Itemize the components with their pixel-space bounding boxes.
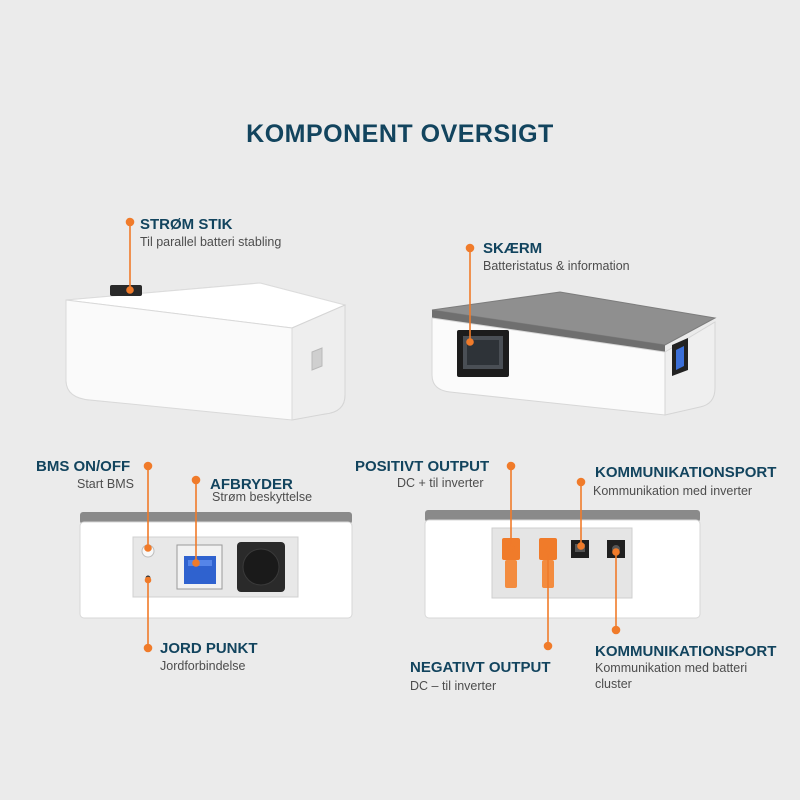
power-plug-port bbox=[110, 285, 142, 296]
battery-top-white bbox=[65, 282, 347, 421]
callout-lines bbox=[125, 217, 621, 653]
screen-label: SKÆRM bbox=[483, 240, 543, 257]
comm-inverter-desc: Kommunikation med inverter bbox=[593, 484, 753, 498]
page-title: KOMPONENT OVERSIGT bbox=[246, 120, 554, 148]
breaker-label: AFBRYDER bbox=[210, 476, 293, 493]
positive-output-desc: DC + til inverter bbox=[397, 476, 484, 490]
bms-desc: Start BMS bbox=[77, 477, 134, 491]
comm-inverter-label: KOMMUNIKATIONSPORT bbox=[595, 464, 777, 481]
negative-output-desc: DC – til inverter bbox=[410, 679, 497, 693]
battery-with-screen bbox=[431, 291, 717, 416]
comm-battery-label: KOMMUNIKATIONSPORT bbox=[595, 643, 777, 660]
ground-label: JORD PUNKT bbox=[160, 640, 258, 657]
battery-front-outputs bbox=[424, 510, 701, 619]
positive-output-label: POSITIVT OUTPUT bbox=[355, 458, 490, 475]
negative-output-label: NEGATIVT OUTPUT bbox=[410, 659, 551, 676]
battery-front-bms bbox=[79, 512, 353, 619]
screen-desc: Batteristatus & information bbox=[483, 259, 630, 273]
power-plug-desc: Til parallel batteri stabling bbox=[140, 235, 282, 249]
ground-desc: Jordforbindelse bbox=[160, 659, 246, 673]
comm-battery-desc: Kommunikation med batteri cluster bbox=[595, 661, 748, 691]
power-plug-label: STRØM STIK bbox=[140, 216, 233, 233]
breaker-desc: Strøm beskyttelse bbox=[212, 490, 313, 504]
bms-label: BMS ON/OFF bbox=[36, 458, 131, 475]
